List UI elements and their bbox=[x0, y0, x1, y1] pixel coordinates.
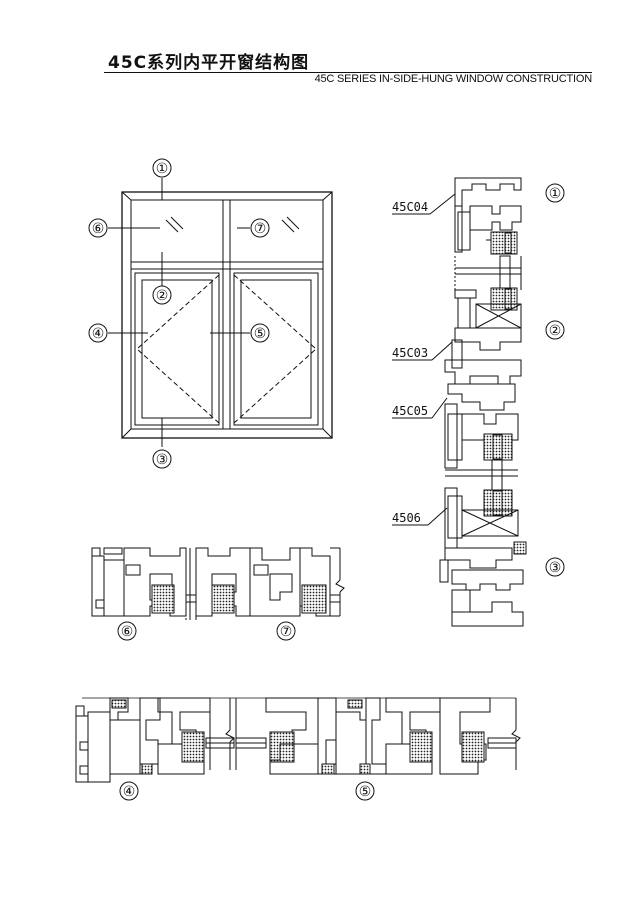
profile-code-45c04: 45C04 bbox=[392, 200, 428, 214]
transom-section-labels: ⑥ ⑦ bbox=[121, 624, 293, 640]
profile-code-45c03: 45C03 bbox=[392, 346, 428, 360]
outer-frame bbox=[121, 191, 333, 439]
title-underline bbox=[104, 72, 592, 73]
sash-callout-5: ⑤ bbox=[359, 784, 372, 800]
window-elevation bbox=[88, 158, 333, 469]
section-callout-1: ① bbox=[549, 186, 562, 202]
section-callout-2: ② bbox=[549, 323, 562, 339]
sash-section-labels: ④ ⑤ bbox=[123, 784, 372, 800]
callout-6: ⑥ bbox=[92, 221, 105, 237]
profile-code-4506: 4506 bbox=[392, 511, 421, 525]
callout-4: ④ bbox=[92, 326, 105, 342]
left-sash bbox=[134, 272, 220, 426]
callout-2: ② bbox=[156, 288, 169, 304]
drawing-title-english: 45C SERIES IN-SIDE-HUNG WINDOW CONSTRUCT… bbox=[314, 73, 593, 85]
profile-code-45c05: 45C05 bbox=[392, 404, 428, 418]
transom-callout-6: ⑥ bbox=[121, 624, 134, 640]
right-sash bbox=[233, 272, 319, 426]
callout-5: ⑤ bbox=[254, 326, 267, 342]
drawing-title-chinese: 45C系列内平开窗结构图 bbox=[108, 53, 310, 73]
inner-frame-line bbox=[130, 199, 324, 430]
section-callout-3: ③ bbox=[549, 560, 562, 576]
callout-7: ⑦ bbox=[254, 221, 267, 237]
callout-3: ③ bbox=[156, 452, 169, 468]
sash-section bbox=[75, 697, 521, 801]
vertical-section bbox=[392, 177, 565, 627]
transom-section bbox=[91, 547, 345, 641]
right-sash-opening-mark bbox=[233, 274, 317, 424]
elevation-callout-labels: ① ② ③ ④ ⑤ ⑥ ⑦ bbox=[92, 161, 267, 468]
transom-callout-7: ⑦ bbox=[280, 624, 293, 640]
left-sash-opening-mark bbox=[136, 274, 220, 424]
vertical-section-labels: ① ② ③ 45C04 45C03 45C05 4506 bbox=[392, 186, 561, 576]
callout-1: ① bbox=[156, 161, 169, 177]
sash-callout-4: ④ bbox=[123, 784, 136, 800]
